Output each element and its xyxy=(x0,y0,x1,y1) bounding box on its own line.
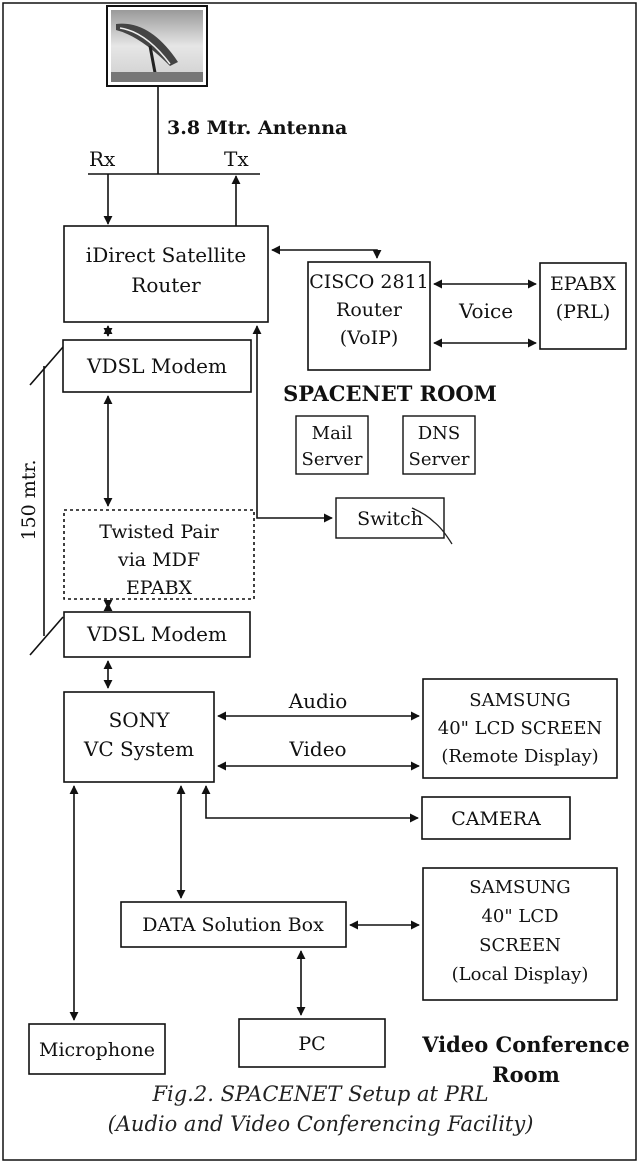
samsung-remote-label: (Remote Display) xyxy=(441,746,598,767)
cisco-router-label: Router xyxy=(336,299,403,321)
satellite-antenna-icon xyxy=(106,5,208,87)
antenna-label: 3.8 Mtr. Antenna xyxy=(167,117,347,139)
samsung-local-label: SCREEN xyxy=(479,935,561,956)
satellite-router-label: Router xyxy=(131,273,201,297)
epabx-label: EPABX xyxy=(550,273,617,295)
twisted-pair-label: Twisted Pair xyxy=(99,521,220,543)
camera-label: CAMERA xyxy=(451,808,541,830)
cisco-router-label: (VoIP) xyxy=(340,327,399,349)
vc-room-label-line: Video Conference xyxy=(421,1032,630,1057)
distance-label: 150 mtr. xyxy=(18,460,40,541)
satellite-router-box xyxy=(63,225,269,323)
samsung-local-box xyxy=(422,867,618,1001)
vc-room-label-line: Room xyxy=(492,1062,560,1087)
sony-vc-label: VC System xyxy=(83,737,194,761)
voice-label: Voice xyxy=(458,299,513,323)
vdsl-modem-top-box xyxy=(62,339,252,393)
microphone-label: Microphone xyxy=(39,1039,155,1061)
scribble-mark xyxy=(411,507,453,545)
tx-label: Tx xyxy=(224,147,249,171)
twisted-pair-label: via MDF xyxy=(117,549,200,571)
pc-label: PC xyxy=(298,1033,325,1055)
data-box-label: DATA Solution Box xyxy=(142,914,324,936)
dns-server-label: DNS xyxy=(418,423,461,444)
twisted-pair-box xyxy=(63,509,255,600)
epabx-box xyxy=(539,262,627,350)
caption-line-2: (Audio and Video Conferencing Facility) xyxy=(107,1112,534,1136)
dns-server-label: Server xyxy=(408,449,469,470)
video-label: Video xyxy=(288,737,346,761)
audio-label: Audio xyxy=(288,689,348,713)
distance-marker xyxy=(29,346,64,656)
pc-box xyxy=(238,1018,386,1068)
samsung-remote-box xyxy=(422,678,618,779)
switch-box xyxy=(335,497,445,539)
samsung-local-label: SAMSUNG xyxy=(469,877,570,898)
microphone-box xyxy=(28,1023,166,1075)
spacenet-room-label: SPACENET ROOM xyxy=(283,381,497,406)
rx-label: Rx xyxy=(89,147,116,171)
sony-vc-box xyxy=(63,691,215,783)
samsung-remote-label: SAMSUNG xyxy=(469,690,570,711)
cisco-router-label: CISCO 2811 xyxy=(309,271,429,293)
sony-vc-label: SONY xyxy=(109,708,171,732)
mail-server-label: Mail xyxy=(312,423,353,444)
switch-label: Switch xyxy=(357,508,423,530)
samsung-local-label: (Local Display) xyxy=(452,964,589,985)
data-solution-box xyxy=(120,901,347,948)
caption-line-1: Fig.2. SPACENET Setup at PRL xyxy=(152,1082,489,1106)
mail-server-label: Server xyxy=(301,449,362,470)
dns-server-box xyxy=(402,415,476,475)
samsung-local-label: 40" LCD xyxy=(481,906,558,927)
satellite-router-label: iDirect Satellite xyxy=(86,243,246,267)
twisted-pair-label: EPABX xyxy=(126,577,193,599)
epabx-label: (PRL) xyxy=(556,301,611,323)
camera-box xyxy=(421,796,571,840)
vdsl-top-label: VDSL Modem xyxy=(86,354,227,378)
samsung-remote-label: 40" LCD SCREEN xyxy=(438,718,602,739)
vdsl-bottom-label: VDSL Modem xyxy=(86,622,227,646)
vdsl-modem-bottom-box xyxy=(63,611,251,658)
